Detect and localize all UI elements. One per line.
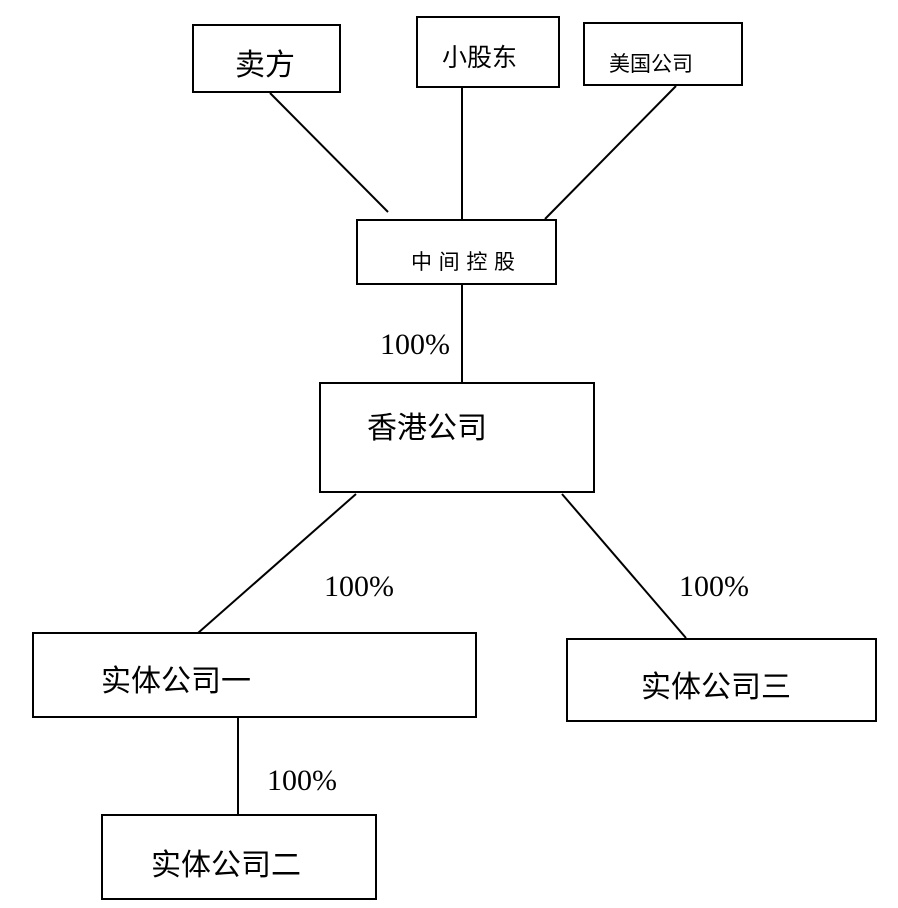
connector-us-to-holding: [544, 85, 677, 220]
entity-three-node: [566, 638, 877, 722]
minority-shareholder-label: 小股东: [442, 43, 518, 72]
intermediate-holding-node: [356, 219, 557, 285]
hk-company-label: 香港公司: [367, 411, 487, 446]
intermediate-holding-label: 中 间 控 股: [411, 250, 516, 274]
ownership-percent-hk-to-entity-three: 100%: [679, 570, 749, 603]
entity-two-label: 实体公司二: [151, 848, 301, 883]
connector-hk-to-entity-three: [561, 493, 687, 639]
seller-label: 卖方: [235, 48, 295, 83]
ownership-percent-holding-to-hk: 100%: [380, 328, 450, 361]
us-company-node: [583, 22, 743, 86]
entity-two-node: [101, 814, 377, 900]
connector-seller-to-holding: [269, 92, 389, 213]
entity-one-label: 实体公司一: [101, 664, 251, 699]
ownership-percent-entity-one-to-entity-two: 100%: [267, 764, 337, 797]
seller-node: [192, 24, 341, 93]
entity-three-label: 实体公司三: [641, 670, 791, 705]
hk-company-node: [319, 382, 595, 493]
minority-shareholder-node: [416, 16, 560, 88]
connector-hk-to-entity-one: [197, 493, 357, 634]
ownership-percent-hk-to-entity-one: 100%: [324, 570, 394, 603]
entity-one-node: [32, 632, 477, 718]
us-company-label: 美国公司: [609, 52, 693, 76]
